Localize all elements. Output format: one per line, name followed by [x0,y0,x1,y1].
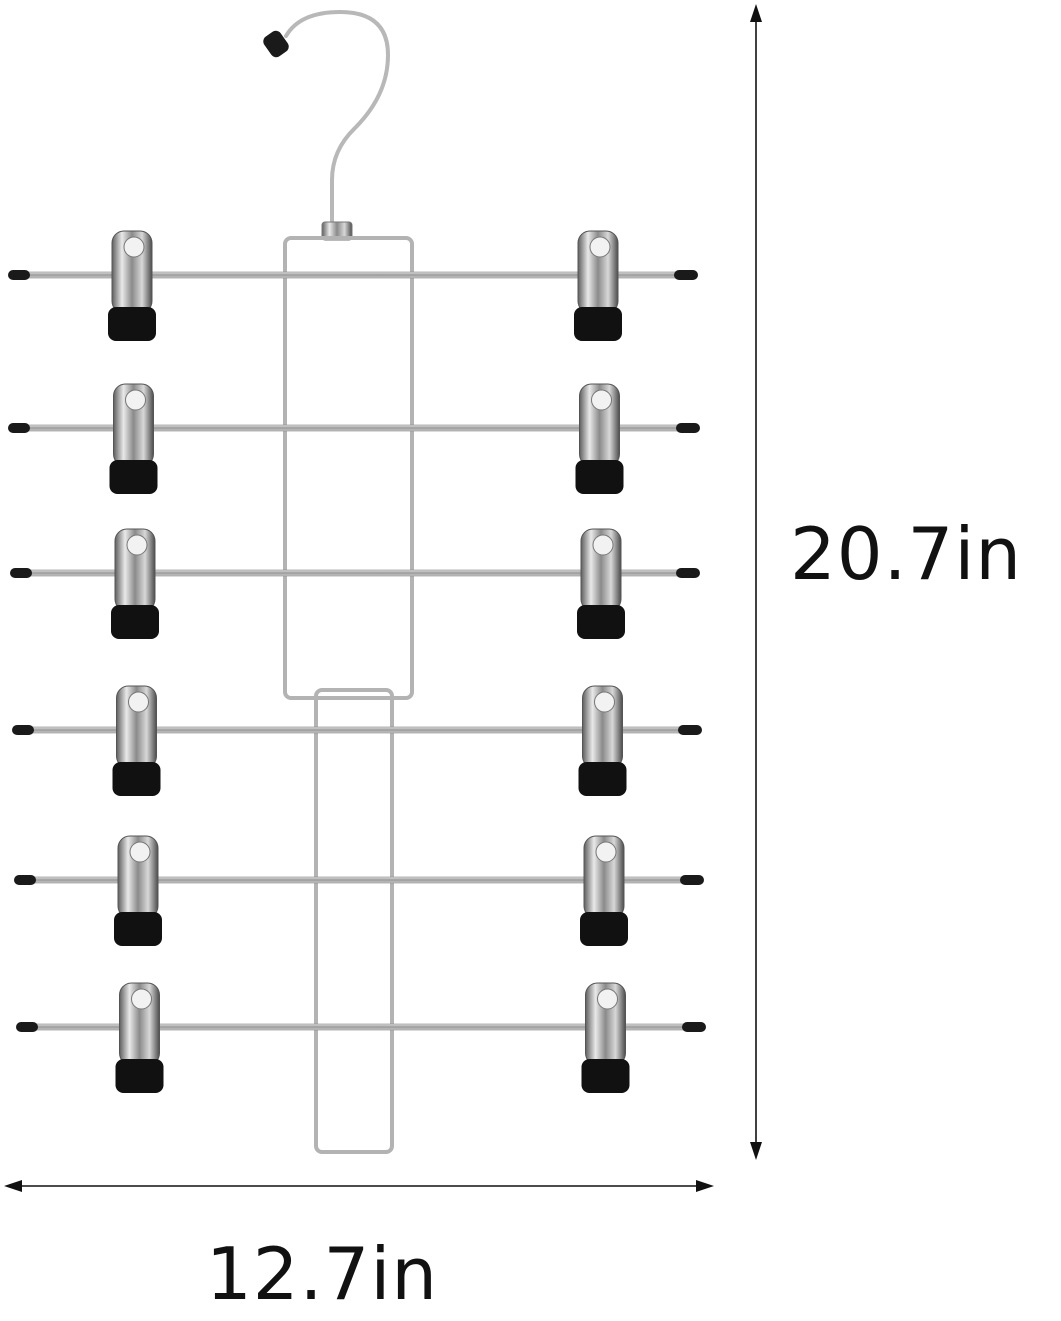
bar-end-cap-left [8,423,30,433]
clip-left [112,685,161,796]
clip-left [108,230,156,341]
lower-frame [314,688,394,1154]
clip-right [574,230,622,341]
bar-end-cap-right [674,270,698,280]
hanger-tier [16,982,706,1093]
bar-end-cap-left [8,270,30,280]
bar-end-cap-left [10,568,32,578]
hanger-tier [12,685,702,796]
hanger-tier [10,528,700,639]
bar-end-cap-left [12,725,34,735]
hanger-tier [8,383,700,494]
clip-right [580,835,628,946]
clip-right [577,528,625,639]
width-label: 12.7in [206,1232,438,1316]
clip-right [575,383,624,494]
clip-right [581,982,630,1093]
bar-end-cap-left [16,1022,38,1032]
hanger-tier [14,835,704,946]
height-label: 20.7in [790,512,1022,596]
bar-end-cap-right [680,875,704,885]
clip-left [114,835,162,946]
hanger-tiers [8,230,706,1093]
clip-left [111,528,159,639]
upper-frame [283,236,414,700]
height-dimension-arrow [750,4,762,1160]
clip-left [109,383,158,494]
bar-end-cap-right [682,1022,706,1032]
hook-cap [263,30,289,58]
bar-end-cap-right [676,423,700,433]
clip-right [578,685,627,796]
bar-end-cap-right [678,725,702,735]
bar-end-cap-left [14,875,36,885]
bar-end-cap-right [676,568,700,578]
clip-left [115,982,164,1093]
hanger-hook [284,9,391,224]
width-dimension-arrow [4,1180,714,1192]
hanger-tier [8,230,698,341]
